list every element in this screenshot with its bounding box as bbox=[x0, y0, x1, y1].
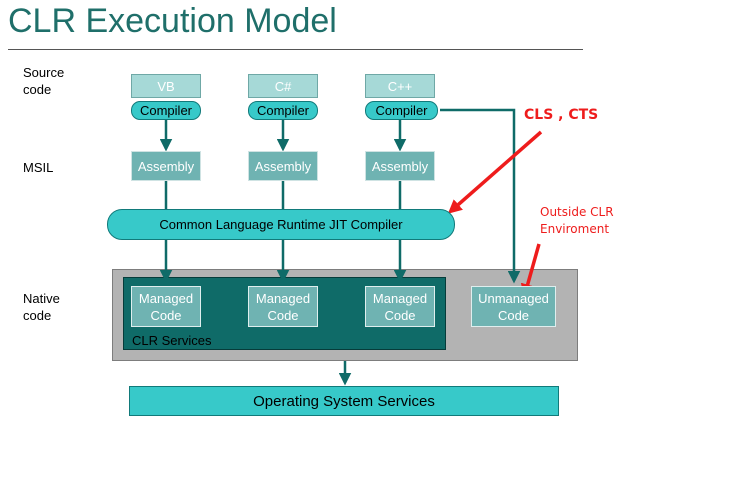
arrow-cpp-unmanaged bbox=[440, 108, 521, 284]
title-divider bbox=[8, 49, 583, 50]
compiler-cpp: Compiler bbox=[365, 101, 438, 120]
page-title: CLR Execution Model bbox=[8, 2, 337, 40]
managed-code-vb: Managed Code bbox=[131, 286, 201, 327]
annotation-outside-clr: Outside CLR Enviroment bbox=[540, 205, 614, 236]
unmanaged-code: Unmanaged Code bbox=[471, 286, 556, 327]
assembly-cpp: Assembly bbox=[365, 151, 435, 181]
source-vb: VB bbox=[131, 74, 201, 98]
annotation-arrow-outside-clr bbox=[520, 243, 541, 299]
source-csharp: C# bbox=[248, 74, 318, 98]
compiler-vb: Compiler bbox=[131, 101, 201, 120]
annotation-arrow-cls-cts bbox=[447, 130, 543, 214]
managed-code-csharp: Managed Code bbox=[248, 286, 318, 327]
annotation-cls-cts: CLS , CTS bbox=[524, 107, 599, 123]
assembly-csharp: Assembly bbox=[248, 151, 318, 181]
clr-jit-compiler: Common Language Runtime JIT Compiler bbox=[107, 209, 455, 240]
row-label-native-code: Native code bbox=[23, 291, 60, 323]
operating-system-services: Operating System Services bbox=[129, 386, 559, 416]
source-cpp: C++ bbox=[365, 74, 435, 98]
row-label-source-code: Source code bbox=[23, 65, 65, 97]
compiler-csharp: Compiler bbox=[248, 101, 318, 120]
row-label-msil: MSIL bbox=[23, 160, 54, 175]
clr-services-label: CLR Services bbox=[132, 333, 212, 348]
assembly-vb: Assembly bbox=[131, 151, 201, 181]
managed-code-cpp: Managed Code bbox=[365, 286, 435, 327]
